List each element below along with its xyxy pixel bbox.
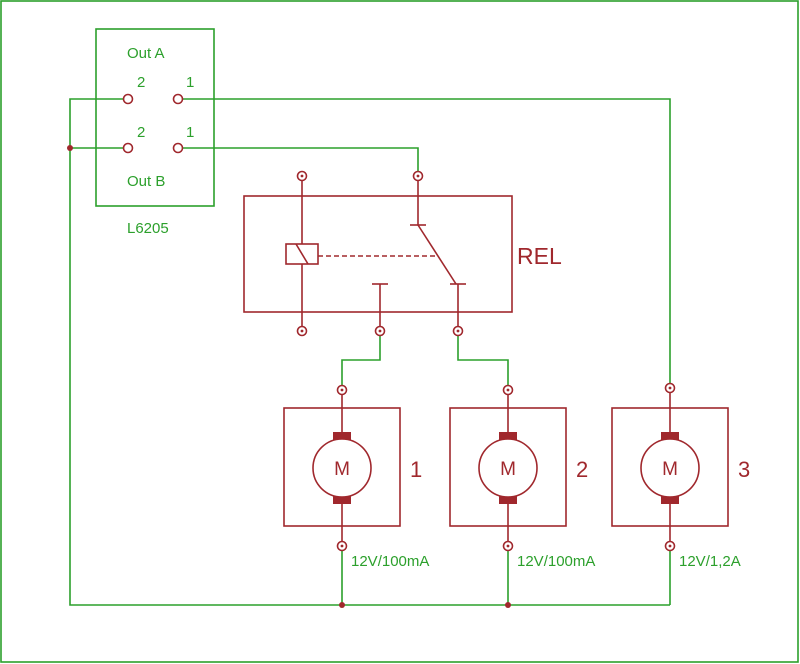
motor-1-rating: 12V/100mA [351, 553, 429, 570]
motor-1: M 1 12V/100mA [283, 384, 429, 570]
pin-center [506, 544, 510, 548]
pin-center [300, 329, 304, 333]
out-b-label: Out B [127, 173, 165, 190]
pin-a2 [122, 93, 134, 105]
pin-a2-number: 2 [137, 74, 145, 91]
motor-2: M 2 12V/100mA [449, 384, 595, 570]
motor-1-m: M [334, 459, 350, 480]
pin-b1 [172, 142, 184, 154]
wire-relay-motor1 [341, 331, 381, 390]
motor-2-symbol [478, 438, 538, 498]
wire-relay-motor2 [457, 331, 509, 390]
pin-a1-number: 1 [186, 74, 194, 91]
pin-b1-number: 1 [186, 124, 194, 141]
pin-center [668, 544, 672, 548]
pin-center [416, 174, 420, 178]
motor-2-brush-top [499, 432, 517, 440]
motor-3-brush-top [661, 432, 679, 440]
motor-3-number: 3 [738, 457, 750, 482]
relay: REL [243, 170, 562, 337]
relay-outline [243, 195, 513, 313]
driver-outline [95, 28, 215, 207]
pin-center [340, 544, 344, 548]
motor-3-symbol [640, 438, 700, 498]
motor-1-brush-top [333, 432, 351, 440]
junction-dot [339, 602, 345, 608]
pin-center [340, 388, 344, 392]
chip-label: L6205 [127, 220, 169, 237]
relay-label: REL [517, 243, 562, 269]
motor-1-symbol [312, 438, 372, 498]
motor-2-brush-bottom [499, 496, 517, 504]
junction-dot [505, 602, 511, 608]
pin-center [506, 388, 510, 392]
motor-3-rating: 12V/1,2A [679, 553, 741, 570]
motor-3-m: M [662, 459, 678, 480]
motor-1-number: 1 [410, 457, 422, 482]
wire-out-b1-relay [178, 147, 419, 176]
coil-diagonal [295, 243, 309, 265]
driver-pins [122, 93, 184, 154]
junction-dot [67, 145, 73, 151]
wires [67, 98, 671, 608]
motor-2-number: 2 [576, 457, 588, 482]
pin-b2 [122, 142, 134, 154]
motor-2-rating: 12V/100mA [517, 553, 595, 570]
pin-center [378, 329, 382, 333]
pin-center [668, 386, 672, 390]
out-a-label: Out A [127, 45, 165, 62]
pin-center [456, 329, 460, 333]
motor-3-brush-bottom [661, 496, 679, 504]
motor-2-m: M [500, 459, 516, 480]
pin-a1 [172, 93, 184, 105]
l6205-driver-block: Out A Out B 2 1 2 1 L6205 [95, 28, 215, 237]
pin-b2-number: 2 [137, 124, 145, 141]
pin-center [300, 174, 304, 178]
wire-out-a1-motor3 [178, 98, 671, 388]
motor-1-brush-bottom [333, 496, 351, 504]
motor-3: M 3 12V/1,2A [611, 382, 750, 570]
wire-out-a2-ground-bus [69, 98, 670, 606]
switch-blade [417, 224, 457, 285]
